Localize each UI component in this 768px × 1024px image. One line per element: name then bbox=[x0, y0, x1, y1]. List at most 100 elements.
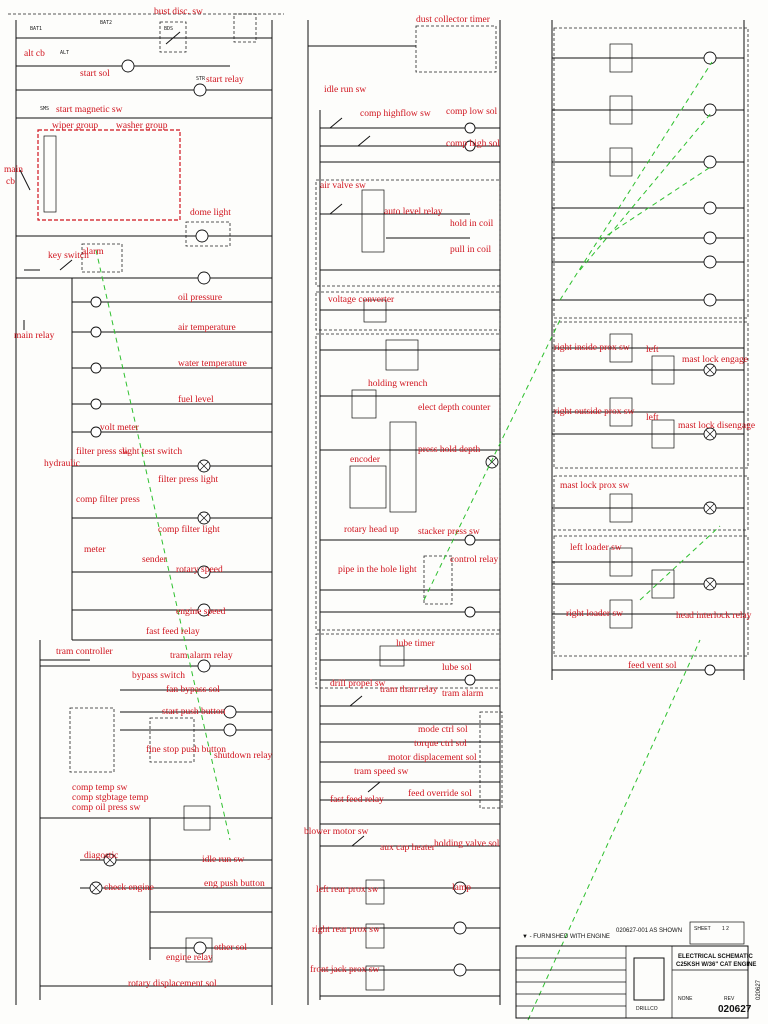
label-start-sol: start sol bbox=[80, 69, 110, 79]
label-comp-filter-press: comp filter press bbox=[76, 494, 140, 505]
label-right-inside-prox-sw: right inside prox sw bbox=[554, 343, 630, 353]
label-feed-vent-sol: feed vent sol bbox=[628, 660, 677, 671]
label-engine-speed: engine speed bbox=[176, 607, 226, 617]
label-engine-relay: engine relay bbox=[166, 953, 213, 963]
label-cb: cb bbox=[6, 177, 15, 187]
label-key-switch: key switch bbox=[48, 251, 89, 261]
label-main: main bbox=[4, 165, 23, 175]
panel-middle-rails bbox=[307, 20, 501, 1005]
scale-value: NONE bbox=[678, 996, 693, 1002]
label-aux-cap-heater: aux cap heater bbox=[380, 843, 436, 853]
label-holding-wrench: holding wrench bbox=[368, 379, 428, 389]
label-start-relay: start relay bbox=[206, 75, 244, 85]
label-bust-disc-sw: bust disc. sw bbox=[154, 7, 203, 17]
label-tram-alarm: tram alarm bbox=[442, 689, 484, 699]
label-alarm: alarm bbox=[82, 247, 104, 257]
label-water-temperature: water temperature bbox=[178, 359, 247, 369]
label-right-outside-prox-sw: right outside prox sw bbox=[554, 407, 635, 417]
label-blower-motor-sw: blower motor sw bbox=[304, 827, 369, 837]
label-control-relay: control relay bbox=[450, 555, 499, 565]
label-head-interlock-relay: head interlock relay bbox=[676, 611, 752, 621]
label-tram-than-relay: tram than relay bbox=[380, 685, 438, 695]
svg-text:BDS: BDS bbox=[164, 26, 173, 32]
label-drill-propel-sw: drill propel sw bbox=[330, 679, 386, 689]
sheet-value: 1 2 bbox=[722, 926, 729, 932]
label-shutdown-relay: shutdown relay bbox=[214, 751, 273, 761]
label-fuel-level: fuel level bbox=[178, 394, 214, 405]
label-lube-timer: lube timer bbox=[396, 639, 436, 649]
label-voltage-converter: voltage converter bbox=[328, 295, 395, 305]
label-front-jack-prox-sw: front jack prox sw bbox=[310, 964, 380, 975]
label-right-rear-prox-sw: right rear prox sw bbox=[312, 925, 380, 935]
label-bypass-switch: bypass switch bbox=[132, 671, 185, 681]
label-start-push-button: start push button bbox=[162, 707, 226, 717]
label-fan-bypass-sol: fan bypass sol bbox=[166, 684, 220, 695]
label-lamp: lamp bbox=[452, 883, 471, 893]
label-comp-high-sol: comp high sol bbox=[446, 139, 500, 149]
panel-middle-switches bbox=[329, 117, 385, 991]
label-sender: sender bbox=[142, 555, 168, 565]
label-fine-stop-push-button: fine stop push button bbox=[146, 744, 226, 755]
label-other-sol: other sol bbox=[214, 943, 247, 953]
label-comp-filter-light: comp filter light bbox=[158, 524, 220, 535]
label-wiper-group: wiper group bbox=[52, 121, 98, 131]
label-filter-press-light: filter press light bbox=[158, 474, 219, 485]
label-left-loader-sw: left loader sw bbox=[570, 542, 622, 553]
label-idle-run-sw: idle run sw bbox=[202, 855, 244, 865]
label-left-rear-prox-sw: left rear prox sw bbox=[316, 884, 379, 895]
label-meter: meter bbox=[84, 545, 106, 555]
label-holding-valve-sol: holding valve sol bbox=[434, 839, 500, 849]
label-filter-press-sw: filter press sw bbox=[76, 446, 129, 457]
panel-left-rails bbox=[8, 13, 284, 1005]
label-mast-lock-prox-sw: mast lock prox sw bbox=[560, 481, 630, 491]
label-air-valve-sw: air valve sw bbox=[320, 181, 366, 191]
label-encoder: encoder bbox=[350, 455, 381, 465]
dwg-ref: 020627-001 AS SHOWN bbox=[616, 928, 682, 934]
label-left-2: left bbox=[646, 412, 659, 423]
label-oil-pressure: oil pressure bbox=[178, 293, 222, 303]
sheet-label: SHEET bbox=[694, 926, 711, 932]
label-washer-group: washer group bbox=[116, 121, 168, 131]
label-lube-sol: lube sol bbox=[442, 663, 472, 673]
label-mast-lock-engage: mast lock engage bbox=[682, 355, 748, 365]
company-name: DRILLCO bbox=[636, 1006, 658, 1012]
label-idle-run-sw-2: idle run sw bbox=[324, 85, 366, 95]
side-code: 020627 bbox=[756, 979, 762, 1000]
label-press-hold-depth: press hold depth bbox=[418, 445, 481, 455]
label-fast-feed-relay-2: fast feed relay bbox=[330, 794, 384, 805]
svg-text:ALT: ALT bbox=[60, 50, 69, 56]
panel-left-rungs bbox=[16, 37, 272, 1000]
title-line-1: ELECTRICAL SCHEMATIC bbox=[678, 954, 753, 960]
panel-right-lamps bbox=[703, 51, 717, 676]
svg-text:BAT2: BAT2 bbox=[100, 20, 112, 26]
label-mast-lock-disengage: mast lock disengage bbox=[678, 421, 755, 431]
label-light-test-switch: light test switch bbox=[122, 447, 182, 457]
label-tram-speed-sw: tram speed sw bbox=[354, 767, 408, 777]
panel-middle-loads bbox=[453, 122, 499, 977]
label-comp-highflow-sw: comp highflow sw bbox=[360, 108, 431, 119]
label-mode-ctrl-sol: mode ctrl sol bbox=[418, 725, 468, 735]
label-feed-override-sol: feed override sol bbox=[408, 788, 472, 799]
label-pipe-in-the-hole-light: pipe in the hole light bbox=[338, 565, 417, 575]
label-comp-stgbtage-temp: comp stgbtage temp bbox=[72, 793, 149, 803]
label-motor-displacement-sol: motor displacement sol bbox=[388, 753, 477, 763]
label-torque-ctrl-sol: torque ctrl sol bbox=[414, 739, 467, 749]
label-hold-in-coil: hold in coil bbox=[450, 219, 494, 229]
label-rotary-displacement-sol: rotary displacement sol bbox=[128, 979, 217, 989]
label-start-magnetic-sw: start magnetic sw bbox=[56, 105, 123, 115]
label-alt-cb: alt cb bbox=[24, 49, 45, 59]
panel-right-rails bbox=[551, 20, 749, 680]
label-air-temperature: air temperature bbox=[178, 323, 236, 333]
svg-text:SMS: SMS bbox=[40, 106, 49, 112]
label-tram-alarm-relay: tram alarm relay bbox=[170, 651, 233, 661]
label-left: left bbox=[646, 344, 659, 355]
dwg-number: 020627 bbox=[718, 1004, 752, 1015]
label-hydraulic: hydraulic bbox=[44, 459, 80, 469]
svg-text:BAT1: BAT1 bbox=[30, 26, 42, 32]
label-main-relay: main relay bbox=[14, 331, 55, 341]
label-tram-controller: tram controller bbox=[56, 647, 114, 657]
label-check-engine: check engine bbox=[104, 883, 154, 893]
label-diagostic: diagostic bbox=[84, 851, 118, 861]
